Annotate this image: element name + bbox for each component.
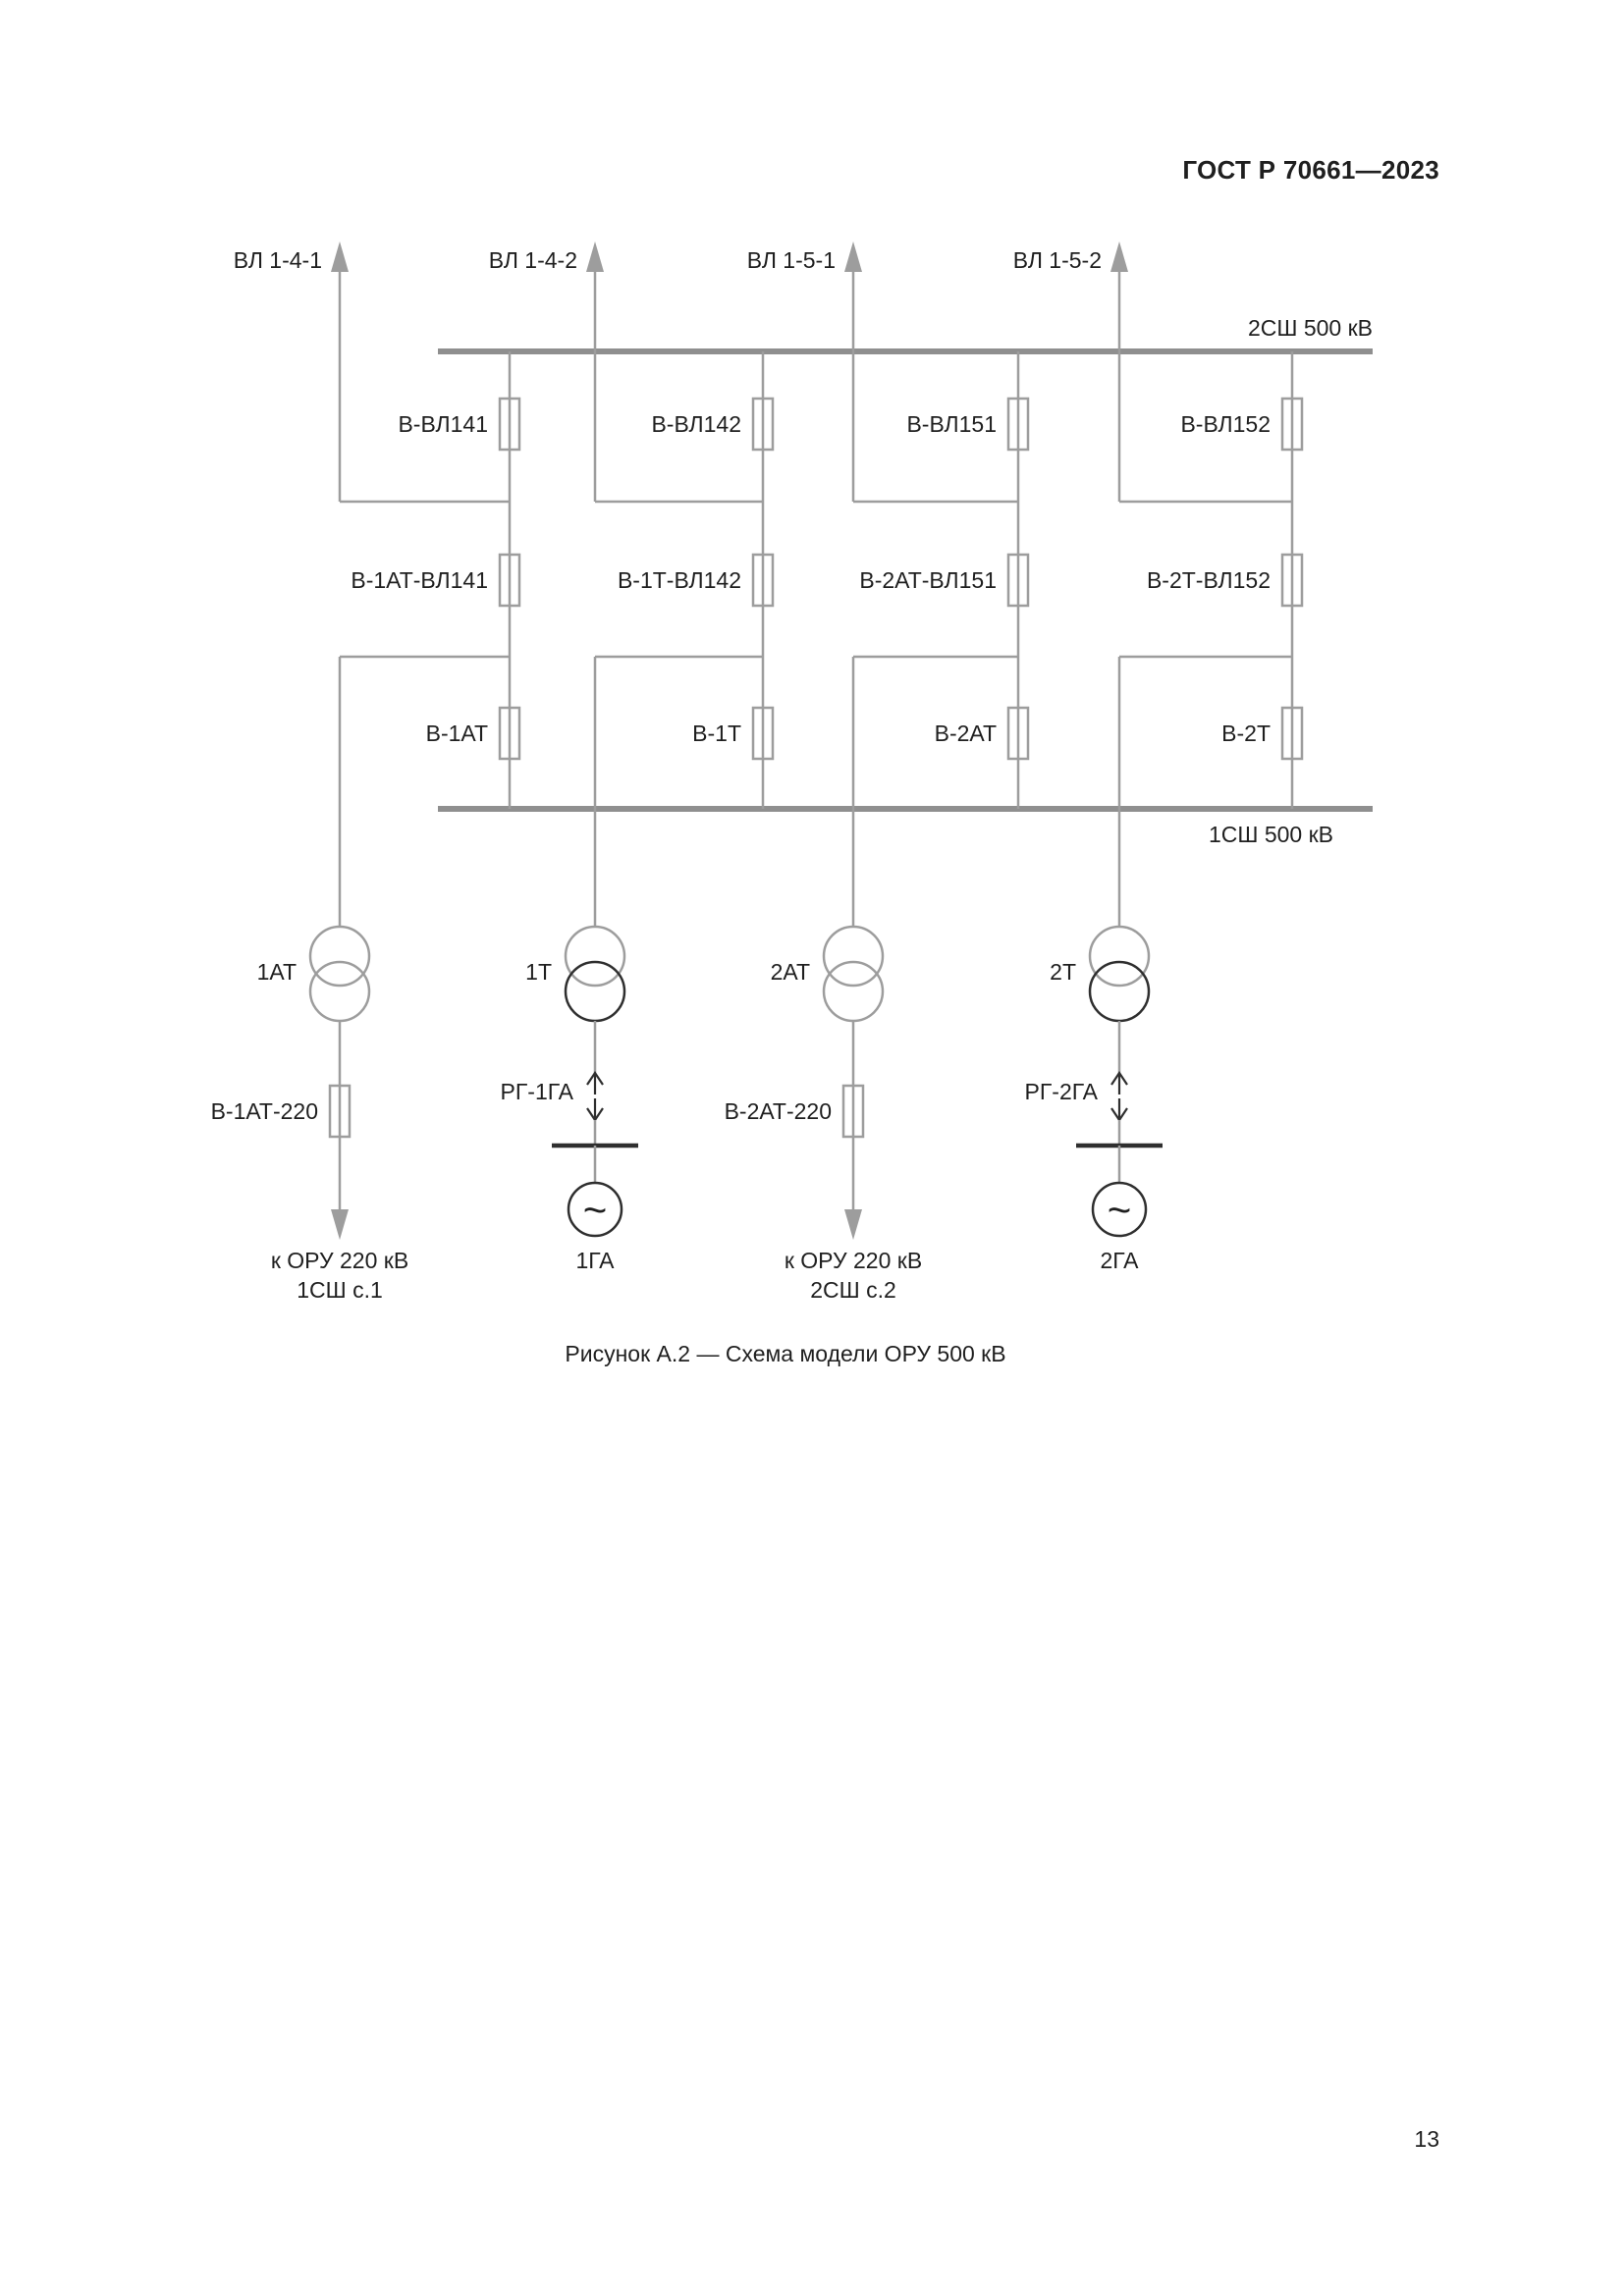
transformer-winding xyxy=(308,925,371,988)
breaker-label: В-ВЛ141 xyxy=(398,411,488,437)
transformer-winding xyxy=(1088,925,1151,988)
figure-caption: Рисунок А.2 — Схема модели ОРУ 500 кВ xyxy=(565,1341,1006,1366)
transformer-winding xyxy=(564,925,626,988)
document-header: ГОСТ Р 70661—2023 xyxy=(1182,155,1439,185)
breaker-symbol xyxy=(1280,397,1304,452)
breaker-symbol xyxy=(498,706,521,761)
breaker-symbol xyxy=(498,397,521,452)
transformer-label: 2АТ xyxy=(771,959,810,985)
breaker-symbol xyxy=(1280,553,1304,608)
breaker-symbol xyxy=(751,553,775,608)
transformer-winding xyxy=(822,960,885,1023)
ac-tilde-icon: ~ xyxy=(583,1187,608,1233)
disconnector-symbol xyxy=(586,1071,604,1122)
breaker-label: В-2АТ-220 xyxy=(725,1098,832,1124)
breaker-symbol xyxy=(1006,706,1030,761)
transformer-winding xyxy=(822,925,885,988)
line-arrow-down-icon xyxy=(331,1209,349,1240)
generator-symbol xyxy=(567,1181,623,1238)
bay-3: ВЛ 1-5-1 В-ВЛ151 В-2АТ-ВЛ151 В-2АТ 2АТ В… xyxy=(725,241,1030,1303)
transformer-winding xyxy=(1088,960,1151,1023)
transformer-winding xyxy=(308,960,371,1023)
disconnector-symbol xyxy=(1110,1071,1128,1122)
busbars: 2СШ 500 кВ 1СШ 500 кВ xyxy=(438,315,1373,847)
breaker-label: В-2Т xyxy=(1221,721,1271,746)
page-number: 13 xyxy=(1414,2126,1439,2152)
bay-4: ВЛ 1-5-2 В-ВЛ152 В-2Т-ВЛ152 В-2Т 2Т РГ-2… xyxy=(1013,241,1304,1273)
disconnector-label: РГ-2ГА xyxy=(1024,1079,1098,1104)
breaker-label: В-1Т xyxy=(692,721,741,746)
line-arrow-up-icon xyxy=(1110,241,1128,272)
breaker-symbol xyxy=(1006,553,1030,608)
transformer-label: 2Т xyxy=(1050,959,1076,985)
breaker-label: В-ВЛ151 xyxy=(906,411,997,437)
line-arrow-down-icon xyxy=(844,1209,862,1240)
generator-symbol xyxy=(1091,1181,1148,1238)
feeder-line-label: ВЛ 1-4-2 xyxy=(489,247,577,273)
bus-2ssh-label: 2СШ 500 кВ xyxy=(1248,315,1373,341)
bus-1ssh-label: 1СШ 500 кВ xyxy=(1209,822,1333,847)
breaker-symbol xyxy=(1280,706,1304,761)
feeder-line-label: ВЛ 1-5-1 xyxy=(747,247,836,273)
breaker-label: В-1АТ xyxy=(426,721,488,746)
breaker-label: В-1АТ-ВЛ141 xyxy=(351,567,488,593)
breaker-symbol xyxy=(1006,397,1030,452)
destination-label: к ОРУ 220 кВ xyxy=(785,1248,922,1273)
bay-1: ВЛ 1-4-1 В-ВЛ141 В-1АТ-ВЛ141 В-1АТ 1АТ В… xyxy=(211,241,521,1303)
line-arrow-up-icon xyxy=(586,241,604,272)
line-arrow-up-icon xyxy=(331,241,349,272)
breaker-label: В-2АТ-ВЛ151 xyxy=(859,567,997,593)
feeder-line-label: ВЛ 1-4-1 xyxy=(234,247,322,273)
breaker-symbol xyxy=(751,706,775,761)
destination-label: 2СШ с.2 xyxy=(810,1277,896,1303)
breaker-symbol xyxy=(841,1084,865,1139)
generator-label: 1ГА xyxy=(575,1248,615,1273)
destination-label: к ОРУ 220 кВ xyxy=(271,1248,408,1273)
breaker-label: В-ВЛ152 xyxy=(1180,411,1271,437)
destination-label: 1СШ с.1 xyxy=(297,1277,383,1303)
breaker-label: В-1Т-ВЛ142 xyxy=(618,567,741,593)
generator-label: 2ГА xyxy=(1100,1248,1139,1273)
transformer-label: 1АТ xyxy=(257,959,297,985)
transformer-label: 1Т xyxy=(525,959,552,985)
breaker-label: В-1АТ-220 xyxy=(211,1098,318,1124)
breaker-symbol xyxy=(751,397,775,452)
line-arrow-up-icon xyxy=(844,241,862,272)
breaker-symbol xyxy=(498,553,521,608)
breaker-label: В-ВЛ142 xyxy=(651,411,741,437)
transformer-winding xyxy=(564,960,626,1023)
ac-tilde-icon: ~ xyxy=(1108,1187,1132,1233)
feeder-line-label: ВЛ 1-5-2 xyxy=(1013,247,1102,273)
breaker-symbol xyxy=(328,1084,352,1139)
breaker-label: В-2АТ xyxy=(935,721,997,746)
disconnector-label: РГ-1ГА xyxy=(500,1079,573,1104)
bay-2: ВЛ 1-4-2 В-ВЛ142 В-1Т-ВЛ142 В-1Т 1Т РГ-1… xyxy=(489,241,775,1273)
breaker-label: В-2Т-ВЛ152 xyxy=(1147,567,1271,593)
